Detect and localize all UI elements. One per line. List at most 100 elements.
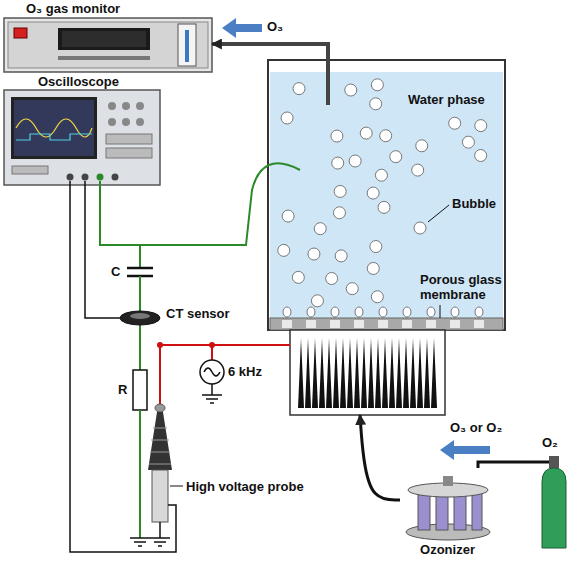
bubbles <box>449 117 461 129</box>
gas-monitor-device <box>8 22 208 68</box>
bubbles <box>475 307 483 317</box>
gas-cylinder <box>530 456 566 548</box>
high-voltage-probe <box>155 404 165 412</box>
bubbles <box>367 187 379 199</box>
high-voltage-probe <box>149 428 171 464</box>
bubbles <box>371 291 383 303</box>
part-label: Porous glass membrane <box>420 272 502 302</box>
bubbles <box>345 84 357 96</box>
oscilloscope-device <box>67 174 74 181</box>
capacitor-symbol <box>127 267 153 270</box>
signal-wire <box>100 181 140 245</box>
bubbles <box>293 83 305 95</box>
bubbles <box>335 250 347 262</box>
ground-symbol <box>138 545 142 547</box>
bubbles <box>292 271 304 283</box>
gas-monitor-device <box>185 30 189 62</box>
signal-wire <box>140 163 300 268</box>
ground-wire <box>211 384 213 395</box>
bubbles <box>311 295 323 307</box>
needle-electrodes <box>417 338 423 408</box>
membrane-pores <box>282 320 292 328</box>
membrane-pores <box>402 320 412 328</box>
ground-symbol <box>206 398 218 400</box>
gas-line <box>360 415 400 500</box>
bubbles <box>403 307 411 317</box>
node-label: O₂ <box>542 435 558 450</box>
needle-electrodes <box>410 338 416 408</box>
needle-electrodes <box>403 338 409 408</box>
needle-electrodes <box>361 338 367 408</box>
oscilloscope-device <box>108 102 116 110</box>
bubbles <box>278 244 290 256</box>
oscilloscope-device <box>106 148 152 158</box>
gas-monitor-device <box>62 31 146 47</box>
ground-symbol <box>202 394 222 396</box>
signal-wire <box>139 410 141 538</box>
oscilloscope-device <box>136 102 144 110</box>
porous-glass-membrane <box>270 318 503 330</box>
membrane-pores <box>450 320 460 328</box>
needle-electrodes <box>382 338 388 408</box>
bubbles <box>370 241 382 253</box>
oscilloscope-device <box>112 174 119 181</box>
gas-cylinder <box>549 456 559 468</box>
ct-sensor-symbol <box>120 311 160 325</box>
membrane-pores <box>378 320 388 328</box>
bubbles <box>416 140 428 152</box>
part-label: High voltage probe <box>186 479 304 494</box>
ground-symbol <box>150 537 170 539</box>
flow-arrow <box>222 18 262 38</box>
needle-electrodes <box>305 338 311 408</box>
bubbles <box>370 98 382 110</box>
ground-symbol <box>154 541 166 543</box>
electrode-box <box>290 330 445 415</box>
gas-line <box>478 462 530 468</box>
ground-symbol <box>158 545 162 547</box>
needle-electrodes <box>298 338 437 408</box>
needle-electrodes <box>389 338 395 408</box>
bubbles <box>281 112 293 124</box>
bubbles <box>346 283 358 295</box>
bubbles <box>355 307 363 317</box>
cylinder-box: O₂ <box>530 435 578 550</box>
leader-line <box>428 205 449 222</box>
ground-symbol <box>134 541 146 543</box>
reactor-tank <box>268 60 505 330</box>
bubbles <box>379 307 387 317</box>
membrane-pores <box>354 320 364 328</box>
gas-monitor-device <box>178 24 196 66</box>
bubbles <box>333 207 345 219</box>
flow-arrow <box>440 440 490 460</box>
bubbles <box>331 130 343 142</box>
bubbles <box>451 307 459 317</box>
ct-sensor-symbol <box>120 311 160 325</box>
oscilloscope-device <box>4 90 160 185</box>
needle-electrodes <box>396 338 402 408</box>
porous-glass-membrane <box>270 318 503 330</box>
bubbles <box>360 127 372 139</box>
ozonizer-apparatus <box>418 492 430 530</box>
node-label: Ozonizer <box>420 542 475 557</box>
oscilloscope-device <box>106 134 152 144</box>
high-voltage-probe <box>153 428 167 429</box>
bubbles <box>349 155 361 167</box>
ozonizer-apparatus <box>454 492 466 530</box>
oscilloscope-device <box>82 174 89 181</box>
ct-sensor-symbol <box>130 313 150 319</box>
reactor-box: Water phase <box>268 60 505 415</box>
needle-electrodes <box>319 338 325 408</box>
ground-symbol <box>130 538 150 546</box>
bubbles <box>326 273 338 285</box>
bubbles <box>332 157 344 169</box>
reactor-tank <box>270 72 503 318</box>
bubbles <box>331 307 339 317</box>
gas-monitor-device <box>58 28 150 50</box>
gas-monitor-device <box>14 28 27 38</box>
ozonizer-apparatus <box>472 492 482 530</box>
needle-electrodes <box>368 338 374 408</box>
node-label: Oscilloscope <box>38 74 119 89</box>
bubbles <box>375 169 387 181</box>
bubbles <box>390 151 402 163</box>
